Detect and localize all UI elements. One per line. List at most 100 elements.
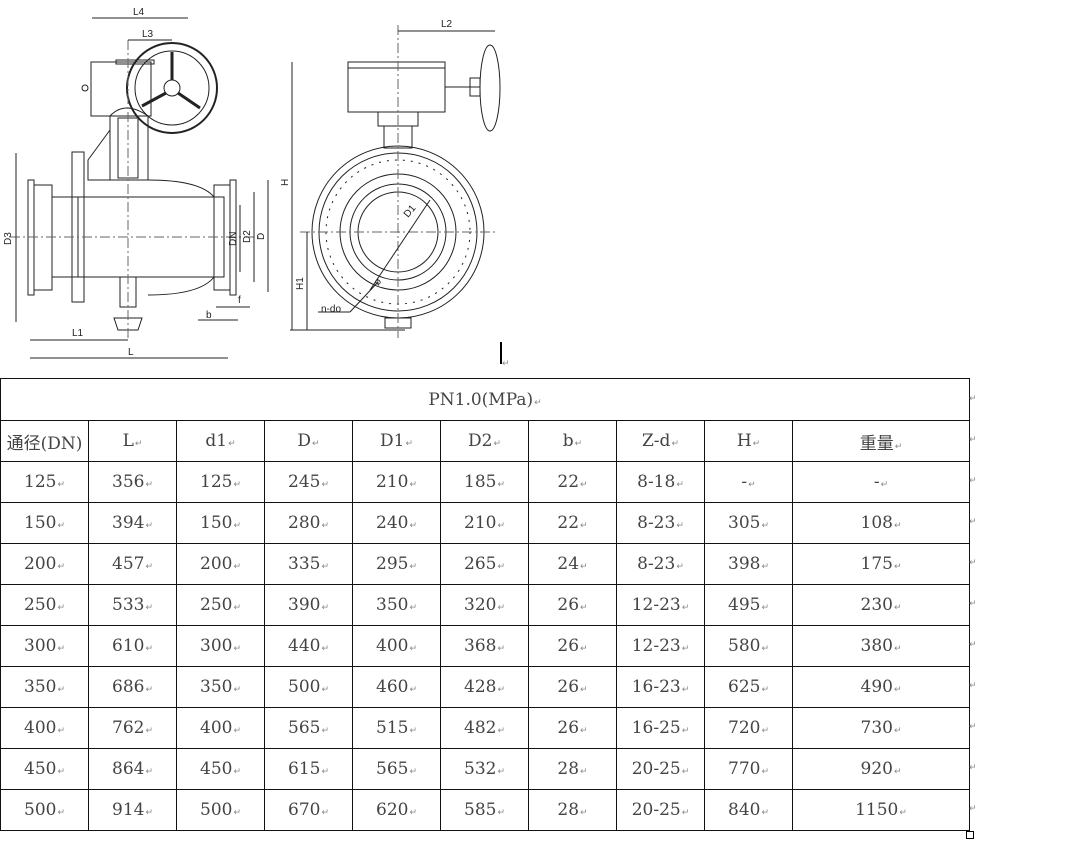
- table-title-row: PN1.0(MPa)↵: [0, 378, 971, 421]
- table-cell: 20-25↵: [616, 748, 705, 790]
- column-header: D1↵: [352, 420, 441, 462]
- table-cell: 28↵: [528, 789, 617, 831]
- table-row: 400↵762↵400↵565↵515↵482↵26↵16-25↵720↵730…: [0, 707, 971, 749]
- table-cell: 610↵: [88, 625, 177, 667]
- svg-text:L2: L2: [441, 19, 453, 30]
- table-row: 350↵686↵350↵500↵460↵428↵26↵16-23↵625↵490…: [0, 666, 971, 708]
- column-header: d1↵: [176, 420, 265, 462]
- table-cell: 482↵: [440, 707, 529, 749]
- table-cell: 428↵: [440, 666, 529, 708]
- svg-text:L4: L4: [133, 7, 145, 18]
- table-cell: 580↵: [704, 625, 793, 667]
- table-cell: 914↵: [88, 789, 177, 831]
- table-cell: 300↵: [176, 625, 265, 667]
- valve-engineering-drawing: L4 L3 D3 DN D2 D f b L1 L: [0, 0, 540, 370]
- table-resize-handle[interactable]: [966, 831, 974, 839]
- table-cell: 840↵: [704, 789, 793, 831]
- table-cell: 300↵: [0, 625, 89, 667]
- table-cell: 920↵: [791, 748, 971, 790]
- table-cell: 720↵: [704, 707, 793, 749]
- table-cell: 245↵: [264, 461, 353, 503]
- table-header-row: 通径(DN)L↵d1↵D↵D1↵D2↵b↵Z-d↵H↵重量↵: [0, 420, 971, 462]
- table-cell: 185↵: [440, 461, 529, 503]
- row-end-marks: ↵↵↵↵↵↵↵↵↵↵↵: [969, 378, 989, 829]
- table-cell: 440↵: [264, 625, 353, 667]
- svg-text:L3: L3: [142, 29, 154, 40]
- table-cell: 400↵: [176, 707, 265, 749]
- table-cell: 305↵: [704, 502, 793, 544]
- table-cell: 265↵: [440, 543, 529, 585]
- svg-text:b: b: [206, 310, 212, 321]
- row-end-mark: ↵: [969, 762, 977, 773]
- table-row: 250↵533↵250↵390↵350↵320↵26↵12-23↵495↵230…: [0, 584, 971, 626]
- table-cell: 250↵: [0, 584, 89, 626]
- table-cell: 210↵: [440, 502, 529, 544]
- table-cell: 28↵: [528, 748, 617, 790]
- paragraph-mark: ↵: [502, 359, 510, 369]
- table-cell: 12-23↵: [616, 584, 705, 626]
- table-cell: 350↵: [352, 584, 441, 626]
- svg-text:H1: H1: [295, 277, 306, 290]
- table-cell: 730↵: [791, 707, 971, 749]
- row-end-mark: ↵: [969, 639, 977, 650]
- table-cell: 460↵: [352, 666, 441, 708]
- table-cell: 500↵: [0, 789, 89, 831]
- table-cell: 125↵: [176, 461, 265, 503]
- table-cell: 20-25↵: [616, 789, 705, 831]
- table-cell: 500↵: [264, 666, 353, 708]
- spec-table: PN1.0(MPa)↵ 通径(DN)L↵d1↵D↵D1↵D2↵b↵Z-d↵H↵重…: [0, 378, 971, 831]
- column-header: L↵: [88, 420, 177, 462]
- table-cell: 565↵: [264, 707, 353, 749]
- svg-text:DN: DN: [228, 232, 239, 246]
- svg-text:L1: L1: [72, 328, 84, 339]
- table-cell: 200↵: [0, 543, 89, 585]
- table-cell: 686↵: [88, 666, 177, 708]
- table-cell: 864↵: [88, 748, 177, 790]
- table-cell: 390↵: [264, 584, 353, 626]
- svg-text:f: f: [238, 295, 241, 306]
- table-cell: 450↵: [176, 748, 265, 790]
- table-row: 150↵394↵150↵280↵240↵210↵22↵8-23↵305↵108↵: [0, 502, 971, 544]
- table-cell: 615↵: [264, 748, 353, 790]
- table-cell: 26↵: [528, 625, 617, 667]
- table-cell: 26↵: [528, 584, 617, 626]
- table-cell: 620↵: [352, 789, 441, 831]
- table-cell: 400↵: [0, 707, 89, 749]
- table-cell: 335↵: [264, 543, 353, 585]
- table-row: 500↵914↵500↵670↵620↵585↵28↵20-25↵840↵115…: [0, 789, 971, 831]
- text-cursor: [500, 342, 502, 364]
- table-cell: 125↵: [0, 461, 89, 503]
- column-header: D↵: [264, 420, 353, 462]
- table-cell: 450↵: [0, 748, 89, 790]
- table-cell: 762↵: [88, 707, 177, 749]
- table-cell: 457↵: [88, 543, 177, 585]
- column-header: D2↵: [440, 420, 529, 462]
- table-cell: 320↵: [440, 584, 529, 626]
- table-cell: 230↵: [791, 584, 971, 626]
- row-end-mark: ↵: [969, 598, 977, 609]
- table-cell: 1150↵: [791, 789, 971, 831]
- table-cell: 250↵: [176, 584, 265, 626]
- table-cell: 175↵: [791, 543, 971, 585]
- svg-text:D2: D2: [242, 230, 253, 243]
- table-row: 450↵864↵450↵615↵565↵532↵28↵20-25↵770↵920…: [0, 748, 971, 790]
- table-cell: 16-25↵: [616, 707, 705, 749]
- table-cell: 295↵: [352, 543, 441, 585]
- column-header: b↵: [528, 420, 617, 462]
- table-cell: 22↵: [528, 461, 617, 503]
- row-end-mark: ↵: [969, 393, 977, 404]
- table-cell: 8-23↵: [616, 502, 705, 544]
- table-cell: 500↵: [176, 789, 265, 831]
- table-cell: 8-18↵: [616, 461, 705, 503]
- svg-text:D: D: [256, 233, 267, 240]
- row-end-mark: ↵: [969, 680, 977, 691]
- row-end-mark: ↵: [969, 803, 977, 814]
- table-cell: 770↵: [704, 748, 793, 790]
- table-row: 200↵457↵200↵335↵295↵265↵24↵8-23↵398↵175↵: [0, 543, 971, 585]
- table-row: 125↵356↵125↵245↵210↵185↵22↵8-18↵-↵-↵: [0, 461, 971, 503]
- table-cell: 398↵: [704, 543, 793, 585]
- table-cell: 625↵: [704, 666, 793, 708]
- front-view: L4 L3 D3 DN D2 D f b L1 L: [3, 7, 269, 359]
- svg-text:D3: D3: [3, 232, 14, 245]
- row-end-mark: ↵: [969, 475, 977, 486]
